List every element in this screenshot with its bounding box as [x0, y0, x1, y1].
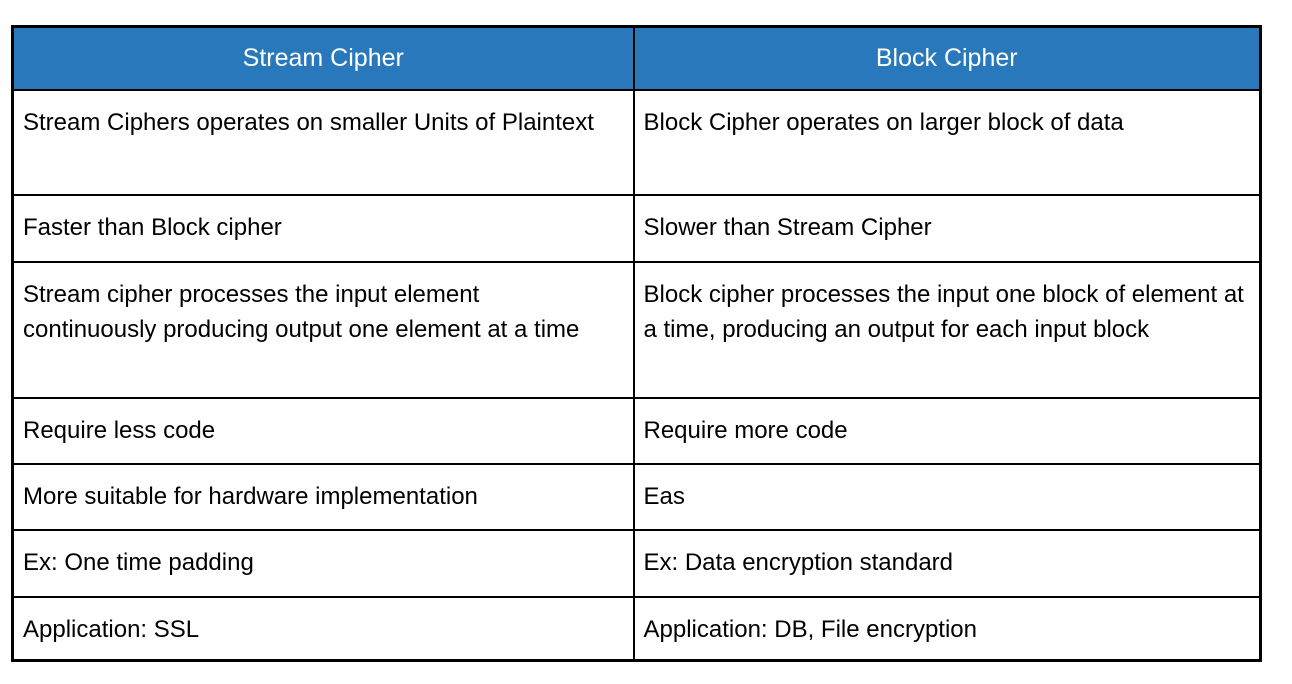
cell-block: Require more code — [632, 396, 1262, 465]
cell-block: Application: DB, File encryption — [632, 595, 1262, 662]
cell-stream: More suitable for hardware implementatio… — [11, 462, 635, 531]
cell-stream: Faster than Block cipher — [11, 193, 635, 263]
cell-block: Ex: Data encryption standard — [632, 528, 1262, 598]
table-row: Ex: One time padding Ex: Data encryption… — [11, 528, 1262, 598]
table-row: Application: SSL Application: DB, File e… — [11, 595, 1262, 662]
cell-stream: Ex: One time padding — [11, 528, 635, 598]
header-row: Stream Cipher Block Cipher — [11, 25, 1262, 91]
header-stream-cipher: Stream Cipher — [11, 25, 635, 91]
table-row: Stream cipher processes the input elemen… — [11, 260, 1262, 399]
cell-stream: Require less code — [11, 396, 635, 465]
cell-stream: Application: SSL — [11, 595, 635, 662]
table-row: Stream Ciphers operates on smaller Units… — [11, 88, 1262, 196]
cell-block: Block cipher processes the input one blo… — [632, 260, 1262, 399]
cell-stream: Stream Ciphers operates on smaller Units… — [11, 88, 635, 196]
cell-block: Slower than Stream Cipher — [632, 193, 1262, 263]
cell-block: Eas — [632, 462, 1262, 531]
cell-block: Block Cipher operates on larger block of… — [632, 88, 1262, 196]
cell-stream: Stream cipher processes the input elemen… — [11, 260, 635, 399]
header-block-cipher: Block Cipher — [632, 25, 1262, 91]
table-row: Require less code Require more code — [11, 396, 1262, 465]
cipher-comparison-table: Stream Cipher Block Cipher Stream Cipher… — [11, 25, 1262, 662]
table-row: Faster than Block cipher Slower than Str… — [11, 193, 1262, 263]
table-row: More suitable for hardware implementatio… — [11, 462, 1262, 531]
